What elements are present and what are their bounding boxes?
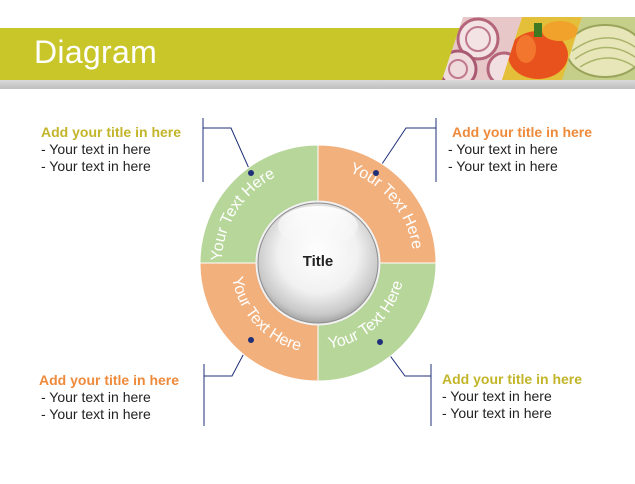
callout-line: - Your text in here <box>41 141 151 157</box>
header-photo-strip <box>442 17 635 80</box>
callout-line: - Your text in here <box>448 158 558 174</box>
header-divider <box>0 80 635 89</box>
callout-line: - Your text in here <box>41 158 151 174</box>
callout-bottom-left: Add your title in here - Your text in he… <box>39 372 179 423</box>
callout-line: - Your text in here <box>448 141 558 157</box>
onion-slices-photo <box>442 17 522 80</box>
callout-top-left: Add your title in here - Your text in he… <box>41 124 181 175</box>
callout-title: Add your title in here <box>442 371 583 387</box>
slide-title: Diagram <box>34 34 158 70</box>
callout-line: - Your text in here <box>41 406 151 422</box>
center-sphere-highlight <box>278 206 358 246</box>
connector-dots <box>248 170 383 345</box>
callout-title: Add your title in here <box>452 124 593 140</box>
ring <box>199 144 437 382</box>
callout-top-right: Add your title in here - Your text in he… <box>448 124 592 175</box>
callout-line: - Your text in here <box>442 388 552 404</box>
callout-bottom-right: Add your title in here - Your text in he… <box>442 371 582 422</box>
callout-line: - Your text in here <box>442 405 552 421</box>
callout-line: - Your text in here <box>41 389 151 405</box>
center-title: Title <box>303 253 334 270</box>
mushroom-photo <box>562 17 635 80</box>
callout-title: Add your title in here <box>41 124 182 140</box>
callout-title: Add your title in here <box>39 372 180 388</box>
